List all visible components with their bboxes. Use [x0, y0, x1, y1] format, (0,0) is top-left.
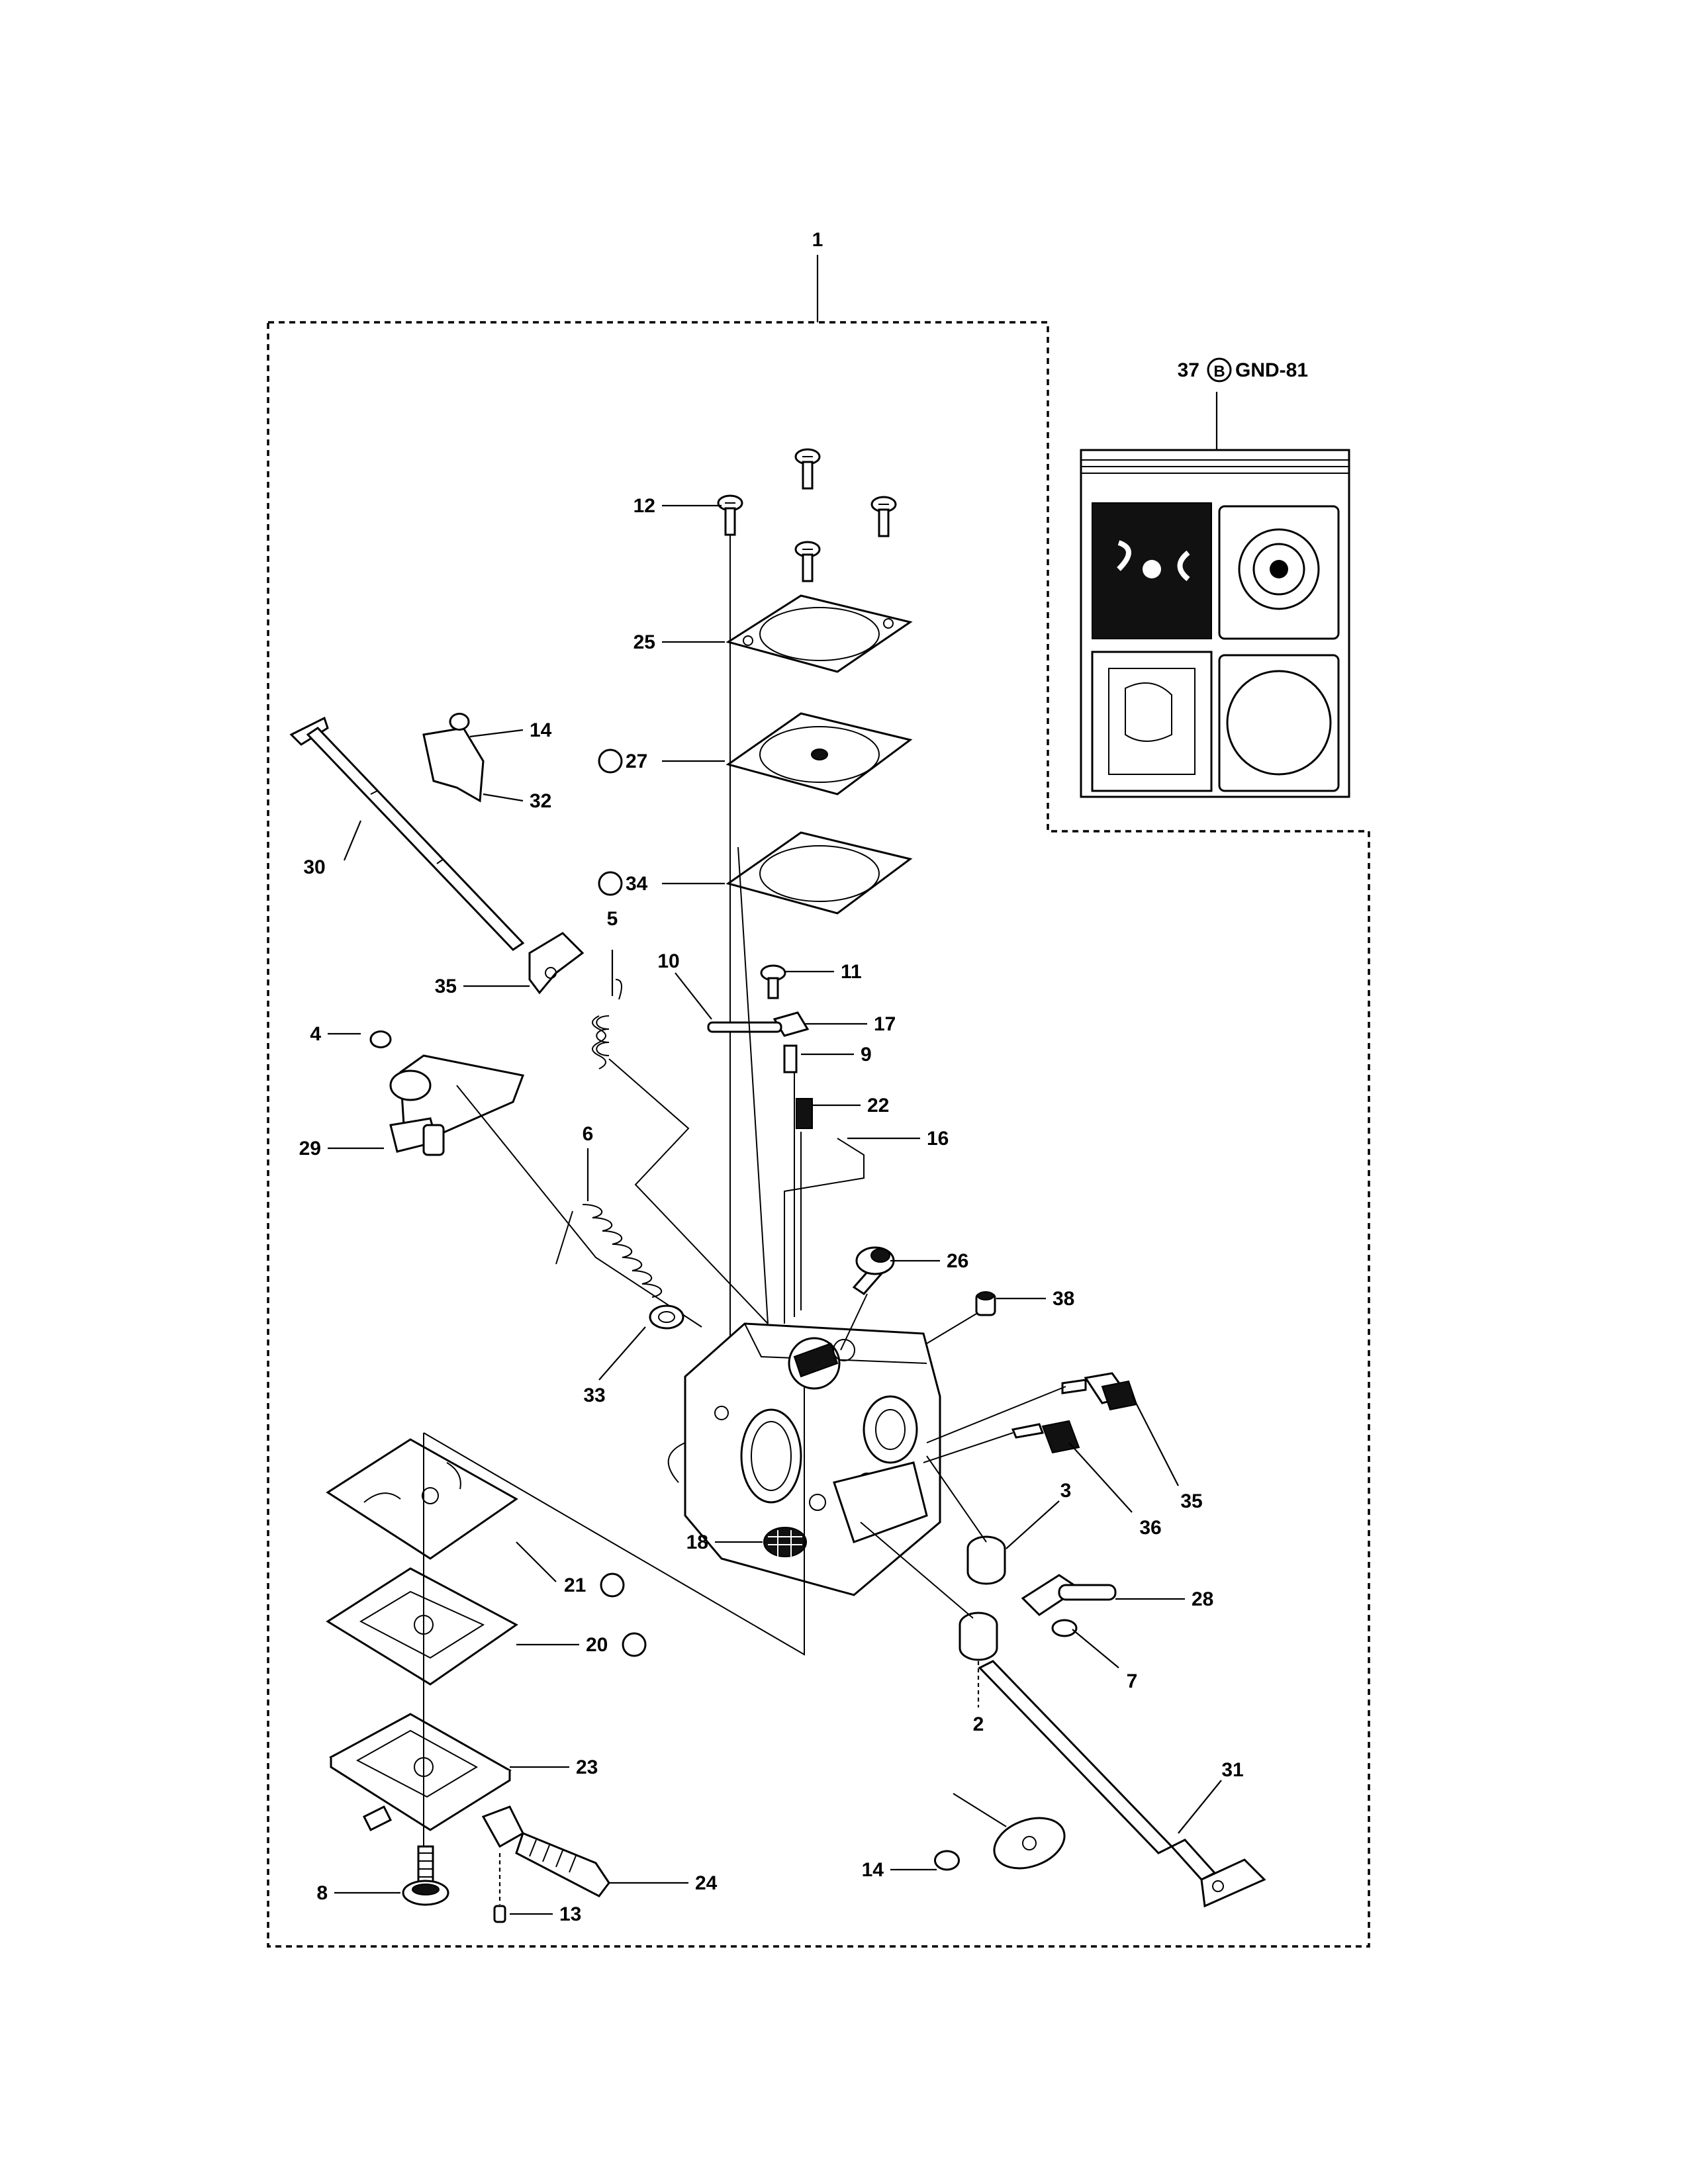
callout-16: 18 — [686, 1531, 708, 1553]
callout-3: 3 — [1060, 1480, 1072, 1502]
needle-lever-parts — [760, 964, 813, 1317]
callout-12: 12 — [633, 495, 655, 517]
callout-31: 33 — [583, 1385, 605, 1406]
throttle-spring — [592, 979, 769, 1324]
callout-13: 13 — [559, 1903, 581, 1925]
callout-5: 5 — [607, 908, 618, 930]
callout-17: 17 — [874, 1013, 896, 1035]
callout-4: 4 — [310, 1023, 321, 1045]
throttle-shaft — [289, 713, 585, 995]
callout-10: 10 — [657, 950, 679, 972]
callout-35: 36 — [1139, 1517, 1161, 1539]
kit-code: GND-81 — [1235, 359, 1308, 381]
pump-gasket — [726, 831, 913, 915]
pump-cover-lower — [329, 1713, 512, 1832]
wire-clip — [784, 1138, 865, 1324]
callout-26: 28 — [1192, 1588, 1213, 1610]
callout-29: 31 — [1221, 1759, 1243, 1781]
choke-spring — [555, 1204, 662, 1298]
callout-18: 20 — [586, 1634, 608, 1656]
shaft-washer — [649, 1304, 684, 1330]
small-plug — [975, 1291, 996, 1316]
callout-20: 23 — [576, 1756, 598, 1778]
metering-gasket — [326, 1567, 518, 1686]
callout-24: 26 — [947, 1250, 968, 1272]
kit-badge-circle — [1207, 357, 1232, 383]
callout-6: 6 — [583, 1123, 594, 1145]
choke-bushing — [959, 1612, 998, 1661]
throttle-lever — [1021, 1574, 1117, 1637]
cover-screws — [717, 448, 897, 582]
callout-27: 29 — [299, 1138, 321, 1160]
adjustment-needles — [923, 1372, 1138, 1463]
kit-badge: B — [1213, 363, 1225, 381]
callout-38: 38 — [1053, 1288, 1074, 1310]
callout-32: 34 — [626, 873, 648, 895]
metering-diaphragm — [326, 1438, 518, 1560]
callout-34: 35 — [1180, 1490, 1202, 1512]
gasket-kit-package — [1080, 392, 1350, 798]
callout-kit-number: 37 — [1178, 359, 1199, 381]
callout-33: 35 — [435, 976, 457, 997]
callout-14-upper: 14 — [530, 719, 552, 741]
throttle-bushing — [966, 1535, 1006, 1585]
callout-2: 2 — [973, 1713, 984, 1735]
callout-15: 16 — [927, 1128, 949, 1150]
callout-11: 11 — [841, 961, 862, 983]
choke-lever-arm — [369, 1030, 702, 1328]
assembly-boundary — [267, 321, 1370, 1948]
callout-14-lower: 14 — [862, 1859, 884, 1881]
callout-25: 27 — [626, 751, 647, 772]
welch-plug — [852, 1246, 895, 1295]
carburetor-body — [667, 1322, 941, 1596]
cover-screw-lower — [402, 1845, 449, 1906]
callout-21: 24 — [695, 1872, 718, 1894]
fuel-screen — [763, 1527, 807, 1557]
leader-lines — [328, 504, 1222, 1915]
callout-8: 8 — [316, 1882, 328, 1904]
callout-28: 30 — [303, 856, 325, 878]
callout-19: 21 — [564, 1574, 586, 1596]
callout-22: 22 — [867, 1095, 889, 1116]
choke-shaft — [934, 1660, 1266, 1908]
lever-pin — [707, 1021, 782, 1033]
pump-cover — [726, 594, 913, 673]
callout-23: 25 — [633, 631, 655, 653]
callout-9: 9 — [861, 1044, 872, 1066]
assembly-number: 1 — [812, 229, 823, 251]
fuel-inlet-fitting — [481, 1805, 610, 1923]
pump-diaphragm — [726, 712, 913, 796]
callout-7: 7 — [1127, 1670, 1138, 1692]
callout-labels: 12 25 27 34 11 10 17 9 22 16 26 38 18 35… — [299, 495, 1244, 1925]
callout-30: 32 — [530, 790, 551, 812]
